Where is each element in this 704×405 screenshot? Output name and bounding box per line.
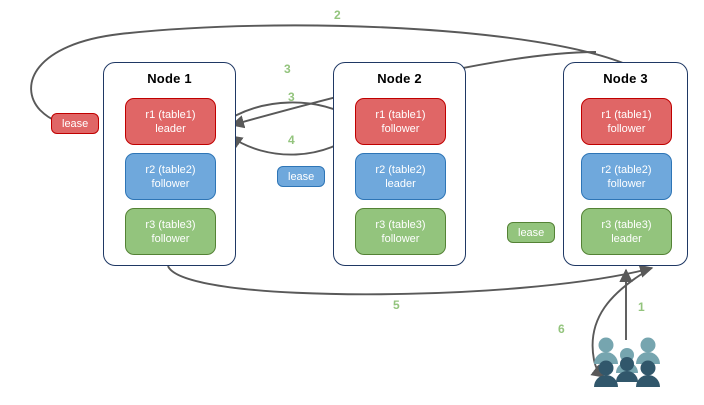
replica-name: r2 (table2) [145, 163, 196, 176]
node-card-node2[interactable]: Node 2 r1 (table1) follower r2 (table2) … [333, 62, 466, 266]
replica-node1-r1[interactable]: r1 (table1) leader [125, 98, 216, 145]
replica-name: r3 (table3) [601, 218, 652, 231]
step-label-5: 5 [393, 298, 400, 312]
replica-node3-r1[interactable]: r1 (table1) follower [581, 98, 672, 145]
replica-role: follower [381, 122, 420, 135]
arrow-step-5 [167, 264, 654, 296]
replica-name: r1 (table1) [145, 108, 196, 121]
users-icon [594, 337, 660, 387]
replica-node2-r1[interactable]: r1 (table1) follower [355, 98, 446, 145]
replica-node2-r3[interactable]: r3 (table3) follower [355, 208, 446, 255]
step-label-2: 2 [334, 8, 341, 22]
node-title: Node 2 [377, 71, 422, 86]
replica-node1-r2[interactable]: r2 (table2) follower [125, 153, 216, 200]
lease-badge-table2[interactable]: lease [277, 166, 326, 187]
replica-role: follower [607, 122, 646, 135]
lease-badge-table1[interactable]: lease [51, 113, 100, 134]
replica-role: follower [151, 177, 190, 190]
replica-name: r2 (table2) [601, 163, 652, 176]
lease-badge-table3[interactable]: lease [507, 222, 556, 243]
replica-role: follower [381, 232, 420, 245]
node-title: Node 1 [147, 71, 192, 86]
step-label-3a: 3 [284, 62, 291, 76]
replica-node2-r2[interactable]: r2 (table2) leader [355, 153, 446, 200]
step-label-6: 6 [558, 322, 565, 336]
replica-name: r2 (table2) [375, 163, 426, 176]
replica-name: r3 (table3) [375, 218, 426, 231]
arrow-step-2 [30, 24, 631, 130]
replica-role: follower [607, 177, 646, 190]
replica-role: leader [385, 177, 416, 190]
replica-name: r1 (table1) [601, 108, 652, 121]
replica-node3-r3[interactable]: r3 (table3) leader [581, 208, 672, 255]
node-card-node1[interactable]: Node 1 r1 (table1) leader r2 (table2) fo… [103, 62, 236, 266]
replica-node3-r2[interactable]: r2 (table2) follower [581, 153, 672, 200]
replica-name: r3 (table3) [145, 218, 196, 231]
node-card-node3[interactable]: Node 3 r1 (table1) follower r2 (table2) … [563, 62, 688, 266]
replica-node1-r3[interactable]: r3 (table3) follower [125, 208, 216, 255]
node-title: Node 3 [603, 71, 648, 86]
replica-role: leader [611, 232, 642, 245]
step-label-1: 1 [638, 300, 645, 314]
replica-role: follower [151, 232, 190, 245]
step-label-3b: 3 [288, 90, 295, 104]
replica-role: leader [155, 122, 186, 135]
arrow-step-6 [590, 269, 649, 378]
step-label-4: 4 [288, 133, 295, 147]
replica-name: r1 (table1) [375, 108, 426, 121]
